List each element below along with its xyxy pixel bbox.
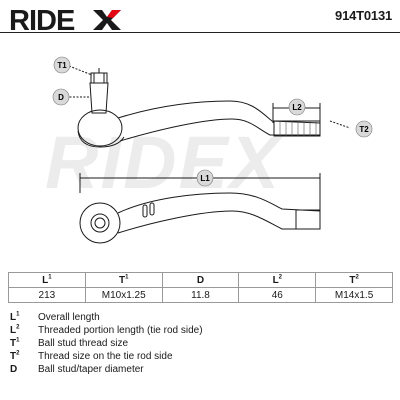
stud-taper: [89, 82, 109, 114]
header-l1: L1: [8, 272, 86, 288]
part-number: 914T0131: [335, 8, 392, 23]
tie-rod-end-drawing: T1 D L2 T2 L1: [52, 56, 373, 244]
specs-header-row: L1 T1 D L2 T2: [8, 272, 393, 288]
svg-text:T1: T1: [57, 61, 67, 70]
header-t1: T1: [84, 272, 163, 288]
header-divider: [0, 32, 400, 33]
legend-item-l1: L1 Overall length: [10, 311, 100, 323]
legend-item-t2: T2 Thread size on the tie rod side: [10, 350, 173, 362]
value-d: 11.8: [161, 287, 240, 303]
logo-x-mark: [93, 10, 121, 30]
legend-item-d: D Ball stud/taper diameter: [10, 364, 144, 375]
top-arm-lower: [117, 210, 320, 234]
legend-item-t1: T1 Ball stud thread size: [10, 337, 129, 349]
header-t2: T2: [315, 272, 393, 288]
value-l1: 213: [8, 287, 86, 303]
svg-text:L1: L1: [200, 174, 210, 183]
svg-text:RIDE: RIDE: [9, 7, 75, 33]
label-t1: T1: [53, 56, 71, 74]
value-t1: M10x1.25: [84, 287, 163, 303]
label-d: D: [52, 88, 70, 106]
housing-bottom: [77, 130, 125, 148]
label-t2: T2: [355, 120, 373, 138]
ridex-watermark: RIDEX: [45, 121, 282, 204]
svg-text:D: D: [58, 93, 64, 102]
specs-table: L1 T1 D L2 T2 213 M10x1.25 11.8 46 M14x1…: [8, 272, 393, 303]
label-l2: L2: [288, 98, 306, 116]
value-t2: M14x1.5: [315, 287, 393, 303]
legend: L1 Overall length L2 Threaded portion le…: [10, 311, 380, 376]
value-l2: 46: [238, 287, 317, 303]
svg-text:T2: T2: [359, 125, 369, 134]
legend-item-l2: L2 Threaded portion length (tie rod side…: [10, 324, 203, 336]
top-arm-upper: [117, 192, 321, 214]
header-d: D: [161, 272, 240, 288]
header-l2: L2: [238, 272, 317, 288]
top-view-stud: [90, 213, 110, 233]
arm-top: [117, 100, 321, 124]
thread-section: [273, 120, 321, 137]
label-l1: L1: [196, 169, 214, 187]
svg-text:L2: L2: [292, 103, 302, 112]
ridex-logo: RIDE: [9, 7, 121, 33]
specs-value-row: 213 M10x1.25 11.8 46 M14x1.5: [8, 287, 393, 303]
arm-bottom: [119, 118, 320, 142]
ball-housing: [77, 109, 123, 147]
stud-nut: [90, 72, 108, 84]
top-view-housing: [79, 202, 121, 244]
